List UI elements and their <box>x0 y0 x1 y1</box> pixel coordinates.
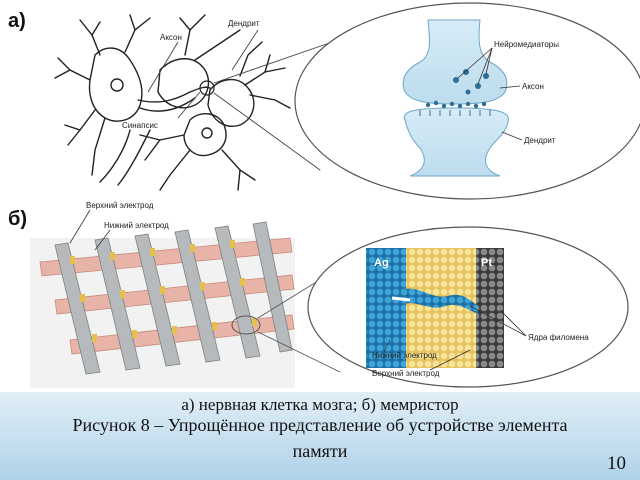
label-dendrite: Дендрит <box>228 19 260 28</box>
page-number: 10 <box>607 453 626 474</box>
oxide-layer <box>406 248 476 368</box>
caption-band <box>0 392 640 480</box>
neuron-drawing <box>54 14 339 191</box>
label-bottom-electrode: Нижний электрод <box>104 221 169 230</box>
label-pt: Pt <box>481 257 492 269</box>
caption-title-continuation: памяти <box>292 441 348 461</box>
label-axon: Аксон <box>160 33 182 42</box>
caption-title: Рисунок 8 – Упрощённое представление об … <box>72 415 568 435</box>
synapse-zoom <box>294 2 640 200</box>
label-axon-zoom: Аксон <box>522 82 544 91</box>
label-ag: Ag <box>374 257 389 269</box>
pt-layer <box>476 248 504 368</box>
label-bottom-electrode-zoom: Нижний электрод <box>372 351 437 360</box>
label-top-electrode: Верхний электрод <box>86 201 154 210</box>
memristor-zoom <box>307 226 629 388</box>
filament <box>400 288 478 314</box>
label-synapse: Синапсис <box>122 121 158 130</box>
axon-terminal <box>402 19 508 105</box>
crossbar-array <box>30 209 353 388</box>
panel-a-label: а) <box>8 10 26 32</box>
caption-subtitle: а) нервная клетка мозга; б) мемристор <box>181 395 459 414</box>
panel-b-label: б) <box>8 208 28 230</box>
label-dendrite-zoom: Дендрит <box>524 136 556 145</box>
label-filament: Ядра филомена <box>528 333 589 342</box>
label-top-electrode-zoom: Верхний электрод <box>372 369 440 378</box>
label-neurotransmitters: Нейромедиаторы <box>494 40 559 49</box>
dendrite-terminal <box>403 107 509 177</box>
neuron-label-leaders <box>147 29 259 119</box>
